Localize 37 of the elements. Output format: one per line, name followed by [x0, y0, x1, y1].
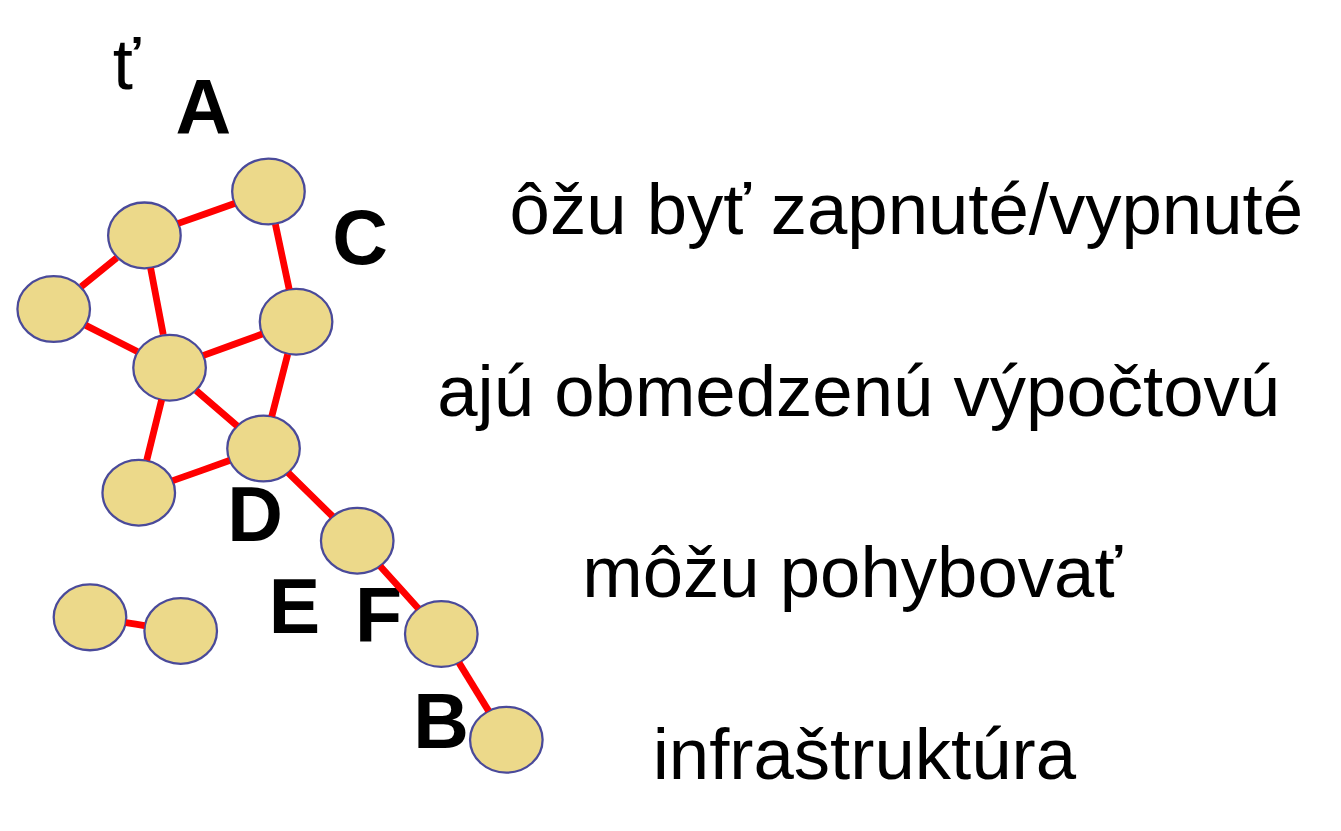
node-label: B	[413, 678, 470, 765]
connector	[268, 353, 291, 418]
node-circle	[231, 157, 306, 226]
connector	[125, 619, 146, 629]
node-circle	[258, 287, 334, 356]
node-circle	[107, 201, 182, 270]
node-circle	[319, 506, 395, 575]
node-label: E	[268, 562, 321, 649]
label: ôžu byť zapnuté/vypnuté	[509, 168, 1304, 250]
label: ť	[112, 23, 140, 105]
connector	[456, 661, 492, 713]
connector	[285, 470, 335, 519]
node-circle	[143, 596, 219, 665]
node-circle	[52, 583, 128, 652]
connector	[202, 330, 264, 359]
connector	[171, 457, 231, 484]
label: ajú obmedzenú výpočtovú	[437, 349, 1281, 431]
node-circle	[16, 275, 92, 344]
connector	[177, 200, 236, 227]
node-label: D	[227, 470, 283, 557]
connector	[147, 267, 167, 336]
label: infraštruktúra	[652, 712, 1077, 794]
node-circle	[101, 458, 177, 527]
connector	[377, 563, 421, 611]
label: môžu pohybovať	[582, 531, 1122, 613]
node-circle	[132, 333, 207, 402]
node-label: A	[175, 64, 232, 151]
node-circle	[226, 414, 301, 483]
node-label: C	[332, 194, 389, 281]
node-circle	[468, 705, 544, 774]
connector	[194, 388, 240, 429]
connector	[79, 255, 119, 290]
connector	[143, 399, 165, 461]
node-circle	[403, 600, 479, 669]
connector	[272, 223, 293, 290]
connector	[84, 322, 139, 355]
node-label: F	[355, 572, 403, 659]
